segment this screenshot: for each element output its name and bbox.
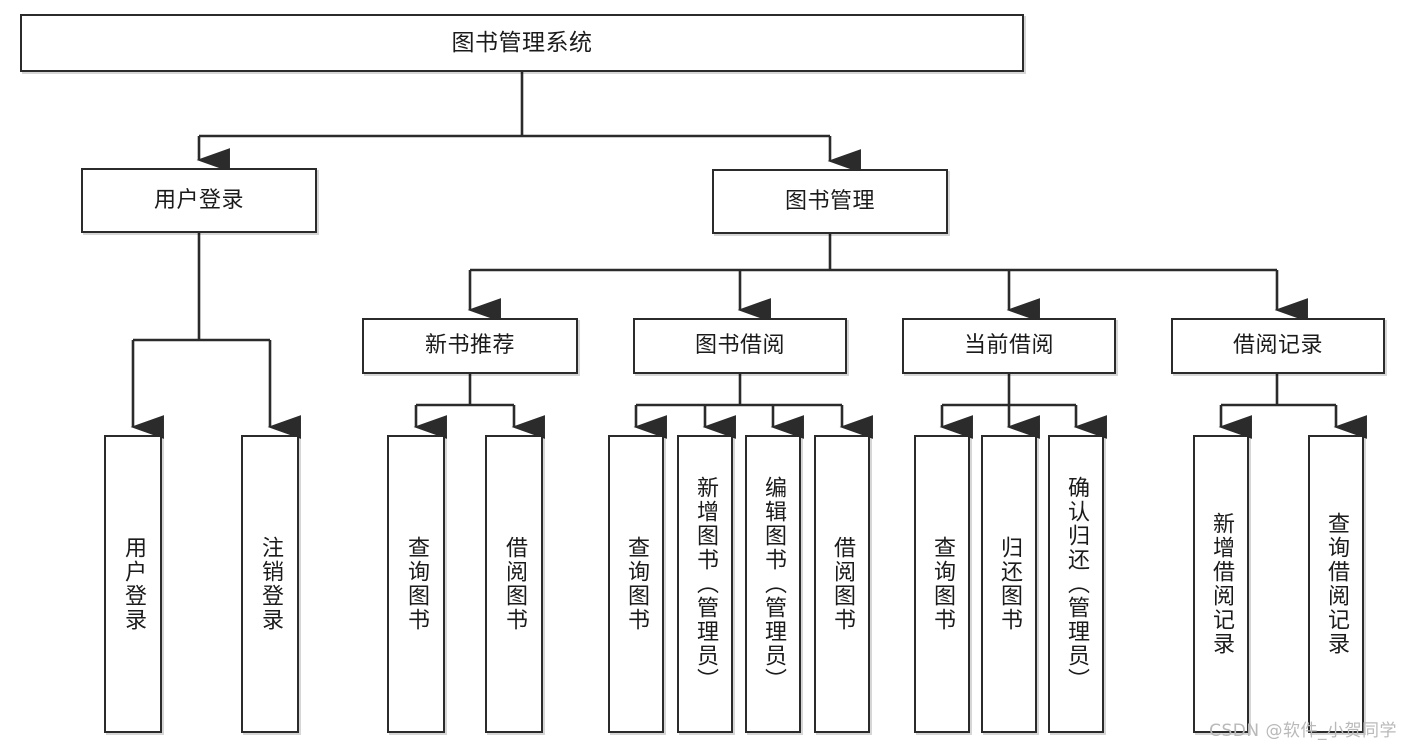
node-current-borrow[interactable]: 当前借阅 xyxy=(902,318,1116,374)
leaf-query-book-1-label: 查询图书 xyxy=(403,536,429,632)
leaf-user-login-label: 用户登录 xyxy=(120,536,146,632)
node-book-management-label: 图书管理 xyxy=(784,188,875,214)
node-new-book-recommend-label: 新书推荐 xyxy=(424,333,515,359)
node-new-book-recommend[interactable]: 新书推荐 xyxy=(362,318,578,374)
leaf-query-book-2-label: 查询图书 xyxy=(623,536,649,632)
leaf-confirm-return-label: 确认归还（管理员） xyxy=(1063,476,1089,692)
leaf-add-record[interactable]: 新增借阅记录 xyxy=(1193,435,1249,733)
leaf-return-book-label: 归还图书 xyxy=(996,536,1022,632)
node-root[interactable]: 图书管理系统 xyxy=(20,14,1024,72)
leaf-logout-login-label: 注销登录 xyxy=(257,536,283,632)
leaf-confirm-return[interactable]: 确认归还（管理员） xyxy=(1048,435,1104,733)
node-borrow-record[interactable]: 借阅记录 xyxy=(1171,318,1385,374)
leaf-logout-login[interactable]: 注销登录 xyxy=(241,435,299,733)
leaf-query-book-2[interactable]: 查询图书 xyxy=(608,435,664,733)
leaf-borrow-book-2-label: 借阅图书 xyxy=(829,536,855,632)
csdn-watermark: CSDN @软件_小贺同学 xyxy=(1209,721,1397,741)
leaf-query-book-1[interactable]: 查询图书 xyxy=(387,435,445,733)
node-book-borrow-label: 图书借阅 xyxy=(694,333,785,359)
leaf-query-book-3-label: 查询图书 xyxy=(929,536,955,632)
leaf-add-book[interactable]: 新增图书（管理员） xyxy=(677,435,733,733)
node-user-login[interactable]: 用户登录 xyxy=(81,168,317,233)
leaf-borrow-book-1[interactable]: 借阅图书 xyxy=(485,435,543,733)
leaf-add-record-label: 新增借阅记录 xyxy=(1208,512,1234,656)
leaf-add-book-label: 新增图书（管理员） xyxy=(692,476,718,692)
leaf-query-record[interactable]: 查询借阅记录 xyxy=(1308,435,1364,733)
node-user-login-label: 用户登录 xyxy=(153,187,244,213)
leaf-query-book-3[interactable]: 查询图书 xyxy=(914,435,970,733)
node-current-borrow-label: 当前借阅 xyxy=(963,333,1054,359)
leaf-edit-book-label: 编辑图书（管理员） xyxy=(760,476,786,692)
leaf-borrow-book-1-label: 借阅图书 xyxy=(501,536,527,632)
leaf-edit-book[interactable]: 编辑图书（管理员） xyxy=(745,435,801,733)
node-book-borrow[interactable]: 图书借阅 xyxy=(633,318,847,374)
node-borrow-record-label: 借阅记录 xyxy=(1232,333,1323,359)
leaf-borrow-book-2[interactable]: 借阅图书 xyxy=(814,435,870,733)
leaf-query-record-label: 查询借阅记录 xyxy=(1323,512,1349,656)
node-root-label: 图书管理系统 xyxy=(451,29,593,56)
node-book-management[interactable]: 图书管理 xyxy=(712,169,948,234)
leaf-return-book[interactable]: 归还图书 xyxy=(981,435,1037,733)
leaf-user-login[interactable]: 用户登录 xyxy=(104,435,162,733)
